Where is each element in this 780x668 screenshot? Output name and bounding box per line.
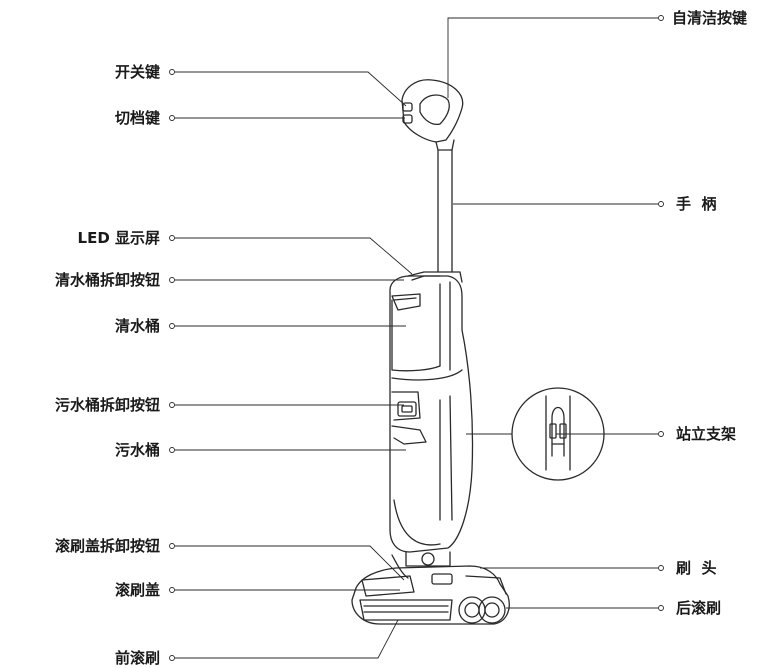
power-button-shape	[402, 102, 413, 112]
main-body	[389, 275, 474, 553]
label-led-display: LED 显示屏	[77, 229, 160, 247]
label-dirty-tank-release: 污水桶拆卸按钮	[54, 396, 160, 414]
label-brush-cover: 滚刷盖	[114, 581, 160, 599]
label-clean-tank-release: 清水桶拆卸按钮	[54, 271, 160, 289]
label-handle: 手 柄	[676, 195, 717, 213]
label-brush-head: 刷 头	[676, 559, 717, 577]
handle-tube	[437, 149, 453, 273]
label-power-button: 开关键	[114, 63, 160, 81]
label-front-roller: 前滚刷	[114, 649, 160, 667]
dirty-tank-release-shape	[397, 401, 417, 417]
label-brush-cover-release: 滚刷盖拆卸按钮	[54, 537, 160, 555]
mode-button-shape	[402, 114, 413, 124]
label-mode-button: 切档键	[114, 109, 160, 127]
label-dirty-tank: 污水桶	[114, 441, 160, 459]
label-stand: 站立支架	[676, 425, 737, 443]
label-clean-tank: 清水桶	[114, 317, 160, 335]
label-self-clean-button: 自清洁按键	[672, 9, 748, 27]
handle-grip	[401, 79, 464, 143]
label-rear-roller: 后滚刷	[676, 599, 722, 617]
